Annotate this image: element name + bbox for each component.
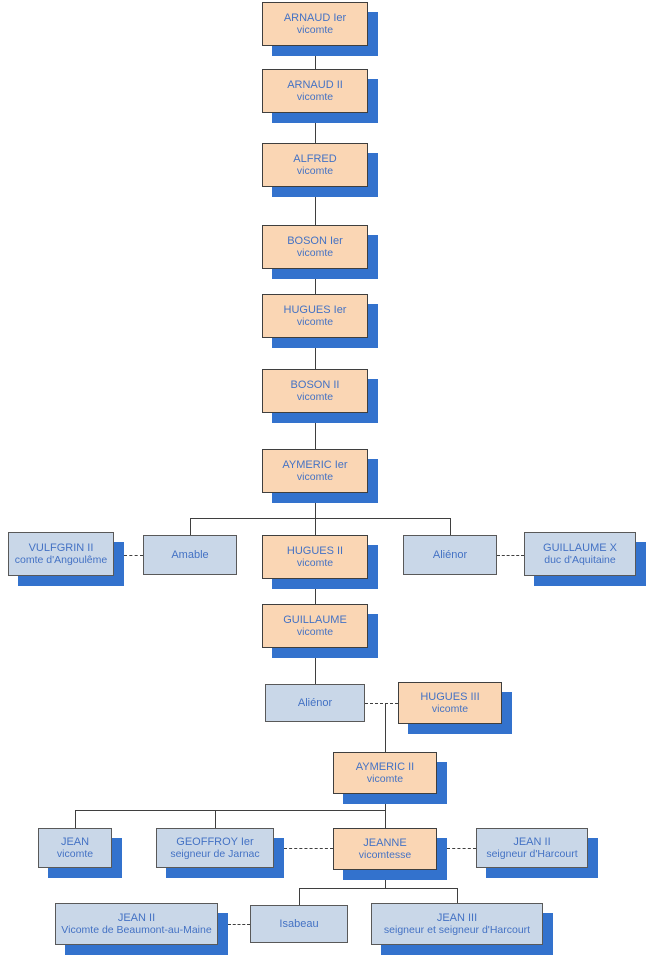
node-title: Vicomte de Beaumont-au-Maine (61, 924, 212, 937)
connector-line-vertical (385, 703, 386, 752)
node-name: AYMERIC Ier (282, 458, 348, 471)
node-title: vicomte (296, 316, 334, 329)
node-name: JEAN II (513, 835, 551, 848)
connector-line-vertical (315, 113, 316, 143)
node-title: comte d'Angoulême (14, 554, 108, 567)
connector-line-horizontal (75, 810, 385, 811)
node-title: vicomte (296, 391, 334, 404)
connector-line-vertical (315, 413, 316, 449)
node-title: seigneur de Jarnac (170, 848, 260, 861)
marriage-line (228, 924, 250, 925)
connector-line-vertical (315, 187, 316, 225)
node-name: HUGUES II (286, 544, 344, 557)
node-name: ARNAUD II (287, 78, 343, 91)
marriage-line (365, 703, 398, 704)
node-isabeau[interactable]: Isabeau (250, 905, 348, 943)
node-amable[interactable]: Amable (143, 535, 237, 575)
node-title: duc d'Aquitaine (544, 554, 616, 567)
node-title: vicomte (296, 626, 334, 639)
node-name: VULFGRIN II (28, 541, 94, 554)
connector-line-vertical (315, 269, 316, 294)
connector-line-vertical (450, 518, 451, 535)
connector-line-vertical (457, 888, 458, 903)
connector-line-vertical (215, 810, 216, 828)
node-title: vicomte (296, 557, 334, 570)
connector-line-vertical (315, 46, 316, 69)
node-name: JEANNE (363, 836, 407, 849)
connector-line-vertical (315, 518, 316, 535)
node-title: seigneur et seigneur d'Harcourt (383, 924, 531, 937)
node-name: HUGUES Ier (283, 303, 347, 316)
node-title: vicomtesse (358, 849, 412, 862)
marriage-line (447, 848, 476, 849)
connector-line-vertical (315, 338, 316, 369)
node-title: seigneur d'Harcourt (486, 848, 578, 861)
node-title: vicomte (296, 247, 334, 260)
node-name: JEAN II (117, 911, 156, 924)
connector-line-vertical (75, 810, 76, 828)
connector-line-vertical (315, 493, 316, 518)
node-title: vicomte (56, 848, 94, 861)
node-name: GUILLAUME X (543, 541, 617, 554)
node-name: JEAN (60, 835, 90, 848)
node-name: JEAN III (436, 911, 478, 924)
marriage-line (124, 555, 143, 556)
connector-line-vertical (190, 518, 191, 535)
node-name: ALFRED (293, 152, 337, 165)
node-alienor2[interactable]: Aliénor (265, 684, 365, 722)
node-title: vicomte (296, 24, 334, 37)
node-name: Isabeau (279, 917, 319, 930)
node-name: Aliénor (297, 696, 333, 709)
node-name: ARNAUD Ier (283, 11, 347, 24)
node-title: vicomte (296, 471, 334, 484)
node-name: Amable (171, 548, 209, 561)
node-title: vicomte (296, 165, 334, 178)
node-name: GEOFFROY Ier (176, 835, 254, 848)
node-name: BOSON II (290, 378, 340, 391)
connector-line-vertical (299, 888, 300, 905)
node-title: vicomte (431, 703, 469, 716)
node-alienor1[interactable]: Aliénor (403, 535, 497, 575)
marriage-line (284, 848, 333, 849)
node-name: BOSON Ier (287, 234, 343, 247)
node-title: vicomte (366, 773, 404, 786)
connector-line-horizontal (190, 518, 450, 519)
node-name: HUGUES III (420, 690, 480, 703)
node-name: AYMERIC II (355, 760, 415, 773)
connector-line-vertical (315, 579, 316, 604)
node-name: Aliénor (432, 548, 468, 561)
node-name: GUILLAUME (283, 613, 347, 626)
marriage-line (497, 555, 524, 556)
connector-line-horizontal (299, 888, 457, 889)
node-title: vicomte (296, 91, 334, 104)
connector-line-vertical (315, 648, 316, 684)
connector-line-vertical (385, 810, 386, 828)
